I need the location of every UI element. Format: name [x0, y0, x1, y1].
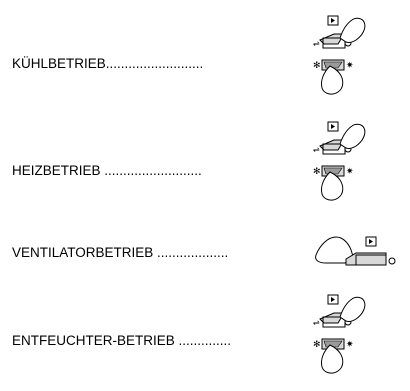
two-switch-press-icon: ⇌ ✻ ✷	[310, 287, 380, 384]
mode-label-heating: HEIZBETRIEB ..........................	[12, 163, 202, 178]
mode-row-heating: HEIZBETRIEB .......................... ⇌…	[0, 100, 410, 201]
mode-label-cooling: KÜHLBETRIEB..........................	[12, 56, 204, 71]
svg-text:⇌: ⇌	[313, 145, 320, 154]
svg-text:✻: ✻	[313, 60, 321, 70]
svg-text:⇌: ⇌	[313, 318, 320, 327]
svg-text:✻: ✻	[313, 339, 321, 349]
svg-text:✷: ✷	[346, 166, 354, 176]
mode-row-cooling: KÜHLBETRIEB.......................... ⇌ …	[0, 0, 410, 100]
mode-label-fan: VENTILATORBETRIEB ...................	[12, 245, 229, 260]
mode-label-dehumidify: ENTFEUCHTER-BETRIEB ..............	[12, 333, 232, 348]
mode-row-dehumidify: ENTFEUCHTER-BETRIEB .............. ⇌ ✻ ✷	[0, 285, 410, 391]
svg-text:✷: ✷	[346, 60, 354, 70]
two-switch-press-icon: ⇌ ✻ ✷	[310, 114, 380, 211]
single-switch-press-icon	[310, 231, 400, 284]
svg-text:✻: ✻	[313, 166, 321, 176]
two-switch-press-icon: ⇌ ✻ ✷	[310, 8, 380, 105]
svg-text:✷: ✷	[346, 339, 354, 349]
mode-row-fan: VENTILATORBETRIEB ...................	[0, 225, 410, 285]
svg-text:⇌: ⇌	[313, 39, 320, 48]
